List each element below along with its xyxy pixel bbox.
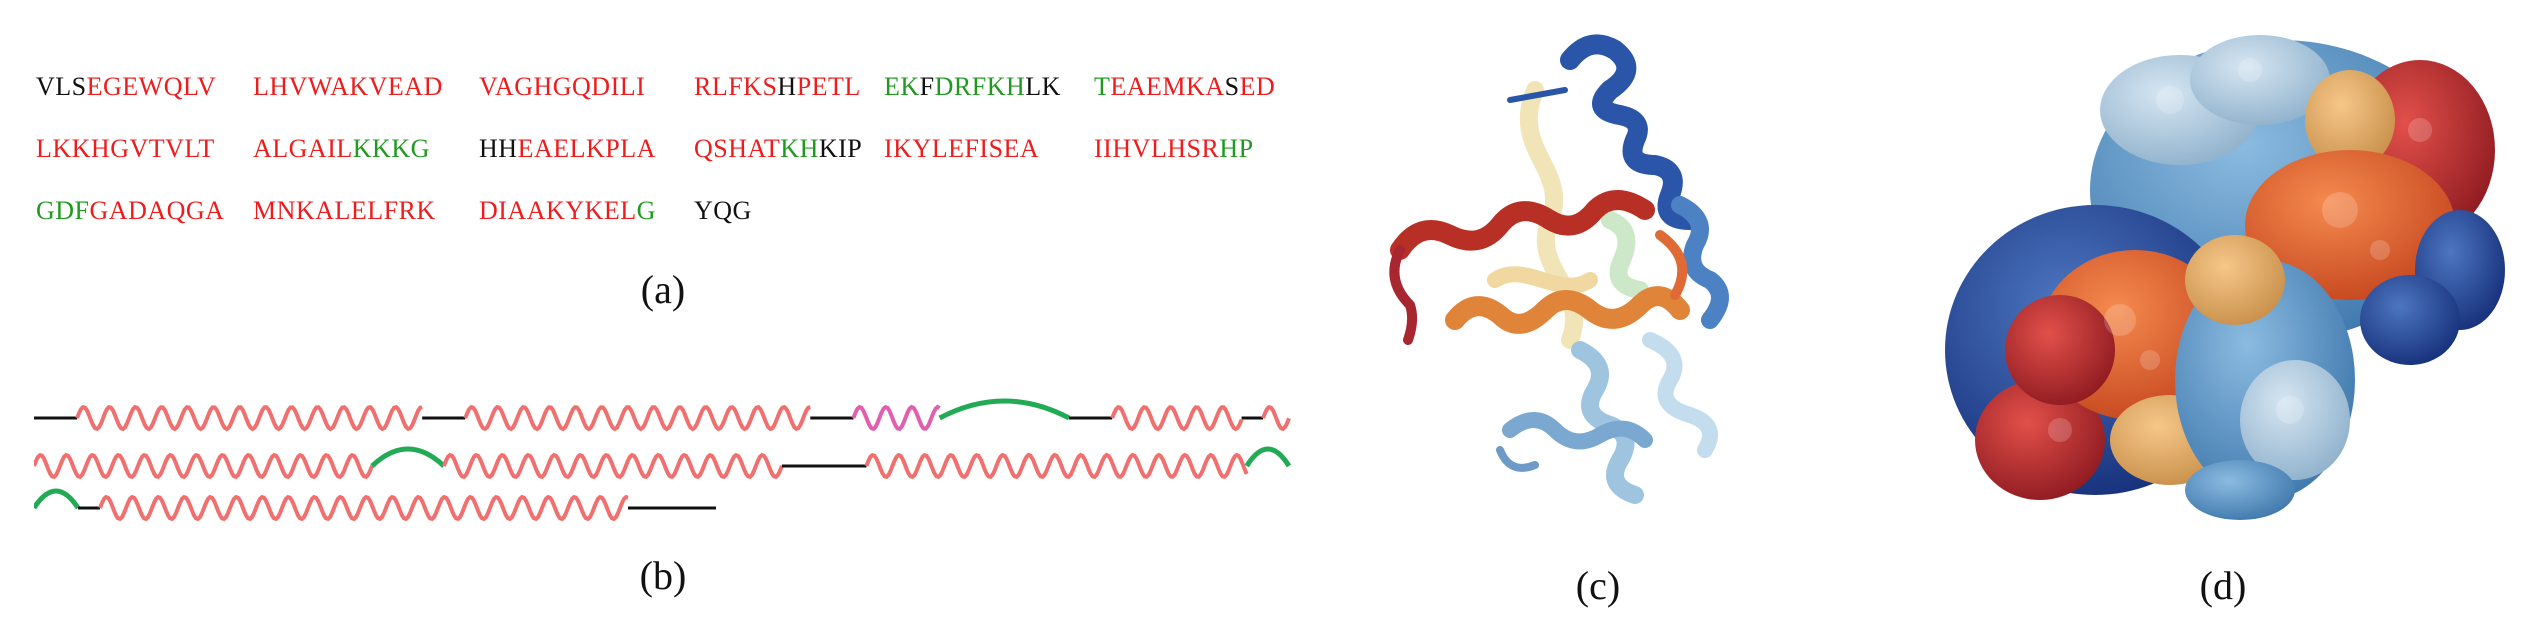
ribbon-structure-image xyxy=(1389,34,1729,504)
sequence-group: GDFGADAQGA xyxy=(36,196,224,226)
helix-segment xyxy=(1110,404,1244,432)
sequence-segment: GADAQGA xyxy=(89,196,225,225)
sequence-group: ALGAILKKKG xyxy=(253,134,430,164)
sequence-segment: LHVWAKVEAD xyxy=(253,72,443,101)
sequence-group: QSHATKHKIP xyxy=(694,134,862,164)
turn-segment xyxy=(1244,446,1292,468)
sequence-group: LHVWAKVEAD xyxy=(253,72,443,102)
sequence-segment: KIP xyxy=(818,134,863,163)
sequence-group: LKKHGVTVLT xyxy=(36,134,215,164)
sequence-segment: LKKHGVTVLT xyxy=(36,134,215,163)
turn-segment xyxy=(938,398,1071,421)
caption-a: (a) xyxy=(640,267,686,312)
sequence-segment: MNKALELFRK xyxy=(253,196,436,225)
sequence-segment: F xyxy=(919,72,935,101)
helix3-segment xyxy=(851,404,941,432)
sequence-group: TEAEMKASED xyxy=(1094,72,1275,102)
sequence-group: MNKALELFRK xyxy=(253,196,436,226)
helix-segment xyxy=(1261,404,1291,432)
sequence-group: YQG xyxy=(694,196,752,226)
sequence-group: DIAAKYKELG xyxy=(479,196,656,226)
sequence-segment: IIHVLHSR xyxy=(1094,134,1220,163)
surface-structure-image xyxy=(1945,35,2505,520)
sequence-segment: IKYLEFISEA xyxy=(884,134,1040,163)
sequence-segment: EGEWQLV xyxy=(86,72,217,101)
sequence-segment: RLFKS xyxy=(694,72,778,101)
caption-c: (c) xyxy=(1575,563,1621,608)
helix-segment xyxy=(864,452,1249,480)
helix-segment xyxy=(442,452,784,480)
sequence-segment: G xyxy=(636,196,656,225)
sequence-segment: EK xyxy=(884,72,920,101)
sequence-segment: ALGAIL xyxy=(253,134,353,163)
helix-segment xyxy=(75,404,423,432)
sequence-segment: H xyxy=(777,72,797,101)
turn-segment xyxy=(34,488,81,510)
sequence-group: VLSEGEWQLV xyxy=(36,72,216,102)
sequence-group: EKFDRFKHLK xyxy=(884,72,1061,102)
sequence-segment: T xyxy=(1094,72,1111,101)
secondary-structure-diagram xyxy=(34,398,1292,522)
sequence-segment: QSHAT xyxy=(694,134,781,163)
sequence-group: RLFKSHPETL xyxy=(694,72,861,102)
sequence-group: IKYLEFISEA xyxy=(884,134,1039,164)
sequence-segment: KH xyxy=(780,134,819,163)
sequence-segment: VAGHGQDILI xyxy=(479,72,646,101)
sequence-segment: ED xyxy=(1239,72,1276,101)
caption-d: (d) xyxy=(2199,563,2247,608)
sequence-segment: GDF xyxy=(36,196,90,225)
helix-segment xyxy=(463,404,811,432)
sequence-segment: PETL xyxy=(796,72,861,101)
sequence-segment: HP xyxy=(1219,134,1254,163)
sequence-segment: LK xyxy=(1025,72,1061,101)
sequence-group: VAGHGQDILI xyxy=(479,72,645,102)
sequence-segment: KKKG xyxy=(352,134,430,163)
sequence-segment: VLS xyxy=(36,72,87,101)
sequence-segment: S xyxy=(1224,72,1240,101)
sequence-segment: YQG xyxy=(694,196,752,225)
helix-segment xyxy=(98,494,629,522)
sequence-segment: EAEMKA xyxy=(1110,72,1225,101)
sequence-segment: DRFKH xyxy=(934,72,1026,101)
sequence-group: HHEAELKPLA xyxy=(479,134,656,164)
helix-segment xyxy=(34,452,374,480)
sequence-segment: HH xyxy=(479,134,518,163)
turn-segment xyxy=(370,446,446,468)
sequence-segment: DIAAKYKEL xyxy=(479,196,637,225)
sequence-group: IIHVLHSRHP xyxy=(1094,134,1254,164)
sequence-segment: EAELKPLA xyxy=(517,134,656,163)
caption-b: (b) xyxy=(639,553,687,598)
